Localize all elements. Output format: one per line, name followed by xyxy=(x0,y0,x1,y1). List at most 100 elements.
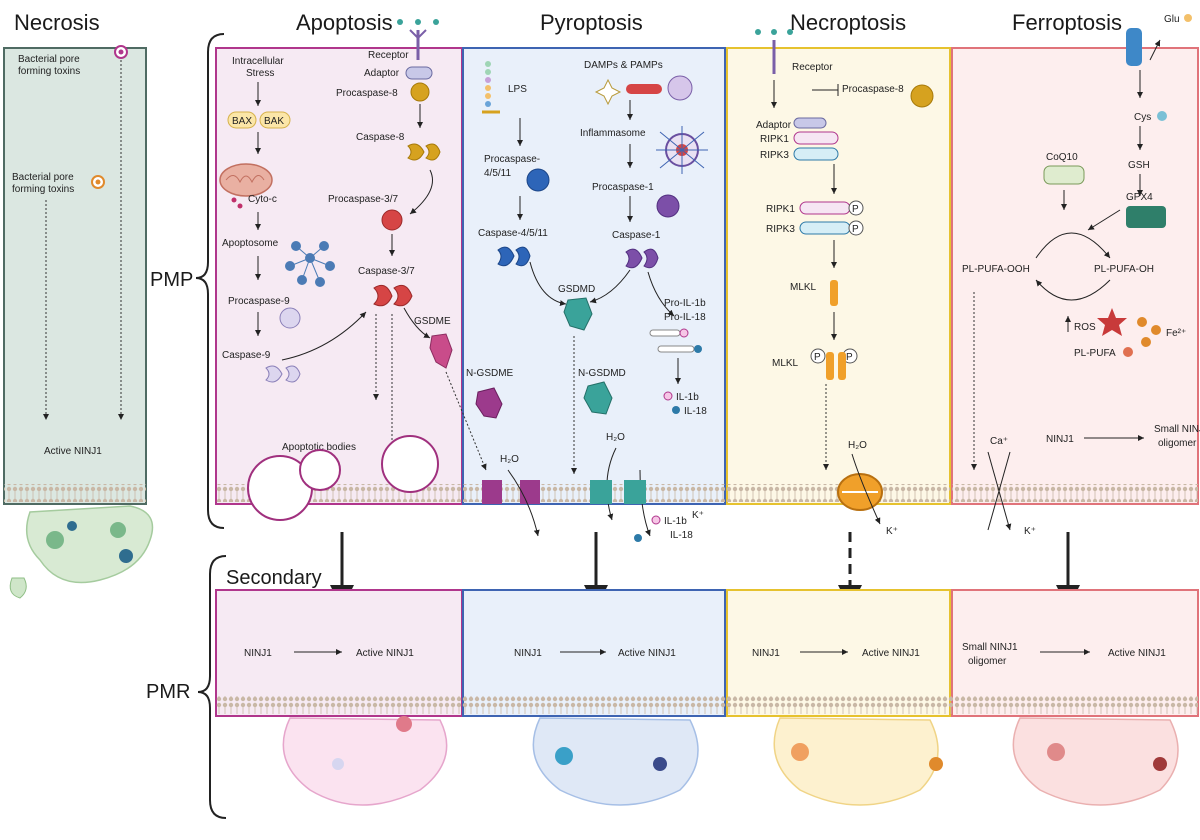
pmr-ferro-active: Active NINJ1 xyxy=(1108,648,1166,659)
ripk3-label: RIPK3 xyxy=(760,150,789,161)
apoptotic-bodies-label: Apoptotic bodies xyxy=(282,442,356,453)
gsdmd-label: GSDMD xyxy=(558,284,595,295)
procaspase4511-label-1: Procaspase- xyxy=(484,154,540,165)
pmr-label: PMR xyxy=(146,681,190,703)
pmr-brace xyxy=(197,555,227,819)
adaptor-necro-label: Adaptor xyxy=(756,120,792,131)
il18-label: IL-18 xyxy=(684,406,707,417)
gsdme-label: GSDME xyxy=(414,316,451,327)
receptor-icon-apoptosis xyxy=(397,19,439,60)
bak-label: BAK xyxy=(264,116,284,127)
caspase37-label: Caspase-3/7 xyxy=(358,266,415,277)
debris-ferroptosis xyxy=(1012,717,1179,806)
ripk1-p-label: RIPK1 xyxy=(766,204,795,215)
caspase4511-label: Caspase-4/5/11 xyxy=(478,228,548,239)
il1b-label: IL-1b xyxy=(676,392,699,403)
necrosis-toxin-label-top-2: forming toxins xyxy=(18,66,80,77)
k-out-label: K⁺ xyxy=(692,510,704,521)
ngsdme-label: N-GSDME xyxy=(466,368,514,379)
pmr-ferroptosis-panel xyxy=(951,589,1199,717)
h2o-necro-label: H₂O xyxy=(848,440,867,451)
coq10-icon xyxy=(1043,165,1085,185)
necroptosis-panel xyxy=(726,47,951,505)
gsdmd-pore xyxy=(590,480,612,504)
procaspase4511-icon xyxy=(526,168,550,192)
procaspase8-label: Procaspase-8 xyxy=(336,88,398,99)
coq10-label: CoQ10 xyxy=(1046,152,1078,163)
mlkl-phospho-2: P xyxy=(846,352,853,363)
pmr-necroptosis-panel xyxy=(726,589,951,717)
ros-label: ROS xyxy=(1074,322,1096,333)
necrosis-toxin-label-top: Bacterial pore xyxy=(18,54,80,65)
caspase8-label: Caspase-8 xyxy=(356,132,405,143)
pamp-rod-icon xyxy=(626,84,662,94)
pyroptosis-panel xyxy=(462,47,726,505)
k-necro-label: K⁺ xyxy=(886,526,898,537)
ca-label: Ca⁺ xyxy=(990,436,1008,447)
ripk1-phospho: P xyxy=(852,204,859,215)
gpx4-label: GPX4 xyxy=(1126,192,1153,203)
caspase1-label: Caspase-1 xyxy=(612,230,661,241)
glu-label: Glu xyxy=(1164,14,1180,25)
k-ferro-label: K⁺ xyxy=(1024,526,1036,537)
pmr-necro-ninj1: NINJ1 xyxy=(752,648,780,659)
debris-necroptosis xyxy=(773,717,939,806)
procaspase1-icon xyxy=(656,194,680,218)
bax-label: BAX xyxy=(232,116,252,127)
fe-label: Fe²⁺ xyxy=(1166,328,1186,339)
ripk1-label: RIPK1 xyxy=(760,134,789,145)
mlkl-p-label: MLKL xyxy=(772,358,799,369)
gsdmd-icon xyxy=(563,297,593,331)
necrosis-toxin-label-mid: Bacterial pore xyxy=(12,172,74,183)
caspase8-icon xyxy=(407,143,441,161)
gsdme-pore xyxy=(482,480,502,504)
procaspase8-necro-icon xyxy=(910,84,934,108)
procaspase37-label: Procaspase-3/7 xyxy=(328,194,398,205)
stress-label-2: Stress xyxy=(246,68,274,79)
necrosis-membrane xyxy=(4,484,146,502)
debris-pyroptosis xyxy=(532,717,699,806)
il18-out-label: IL-18 xyxy=(670,530,693,541)
pmr-ferro-small-1: Small NINJ1 xyxy=(962,642,1018,653)
ripk3-phospho: P xyxy=(852,224,859,235)
pro-il18-label: Pro-IL-18 xyxy=(664,312,706,323)
mlkl-dimer-icon xyxy=(826,352,834,380)
secondary-necrosis-label-1: Secondary xyxy=(226,567,322,589)
il1b-out-label: IL-1b xyxy=(664,516,687,527)
lps-label: LPS xyxy=(508,84,527,95)
small-oligo-label-1: Small NINJ1 xyxy=(1154,424,1200,435)
gsh-label: GSH xyxy=(1128,160,1150,171)
pmr-apop-ninj1: NINJ1 xyxy=(244,648,272,659)
necrosis-debris xyxy=(25,505,154,584)
apoptotic-body-3 xyxy=(381,435,439,493)
h2o-label-mid: H₂O xyxy=(606,432,625,443)
ferroptosis-membrane xyxy=(952,484,1198,502)
ninj1-ferro-label: NINJ1 xyxy=(1046,434,1074,445)
ngsdme-icon xyxy=(475,387,503,419)
transporter-icon xyxy=(1126,28,1142,66)
stress-label: Intracellular xyxy=(232,56,284,67)
caspase9-icon xyxy=(265,365,301,383)
apoptotic-body-2 xyxy=(299,449,341,491)
pmr-pyro-ninj1: NINJ1 xyxy=(514,648,542,659)
mitochondrion-icon xyxy=(219,163,273,197)
small-oligo-label-2: oligomer xyxy=(1158,438,1197,449)
apoptosome-icon xyxy=(285,241,335,287)
pl-pufa-label: PL-PUFA xyxy=(1074,348,1116,359)
debris-apoptosis xyxy=(282,717,448,806)
gsdme-icon xyxy=(429,333,453,369)
inflammasome-label: Inflammasome xyxy=(580,128,646,139)
procaspase8-necro-label: Procaspase-8 xyxy=(842,84,904,95)
apoptosis-title: Apoptosis xyxy=(296,10,393,35)
inflammasome-icon xyxy=(656,126,708,174)
caspase9-label: Caspase-9 xyxy=(222,350,271,361)
ngsdmd-label: N-GSDMD xyxy=(578,368,626,379)
ros-star-icon xyxy=(1097,308,1127,336)
pmr-ferro-small-2: oligomer xyxy=(968,656,1007,667)
pl-oh-label: PL-PUFA-OH xyxy=(1094,264,1154,275)
damp-star-icon xyxy=(594,78,622,106)
pro-il1b-label: Pro-IL-1b xyxy=(664,298,706,309)
pl-ooh-label: PL-PUFA-OOH xyxy=(962,264,1030,275)
procaspase9-icon xyxy=(279,307,301,329)
